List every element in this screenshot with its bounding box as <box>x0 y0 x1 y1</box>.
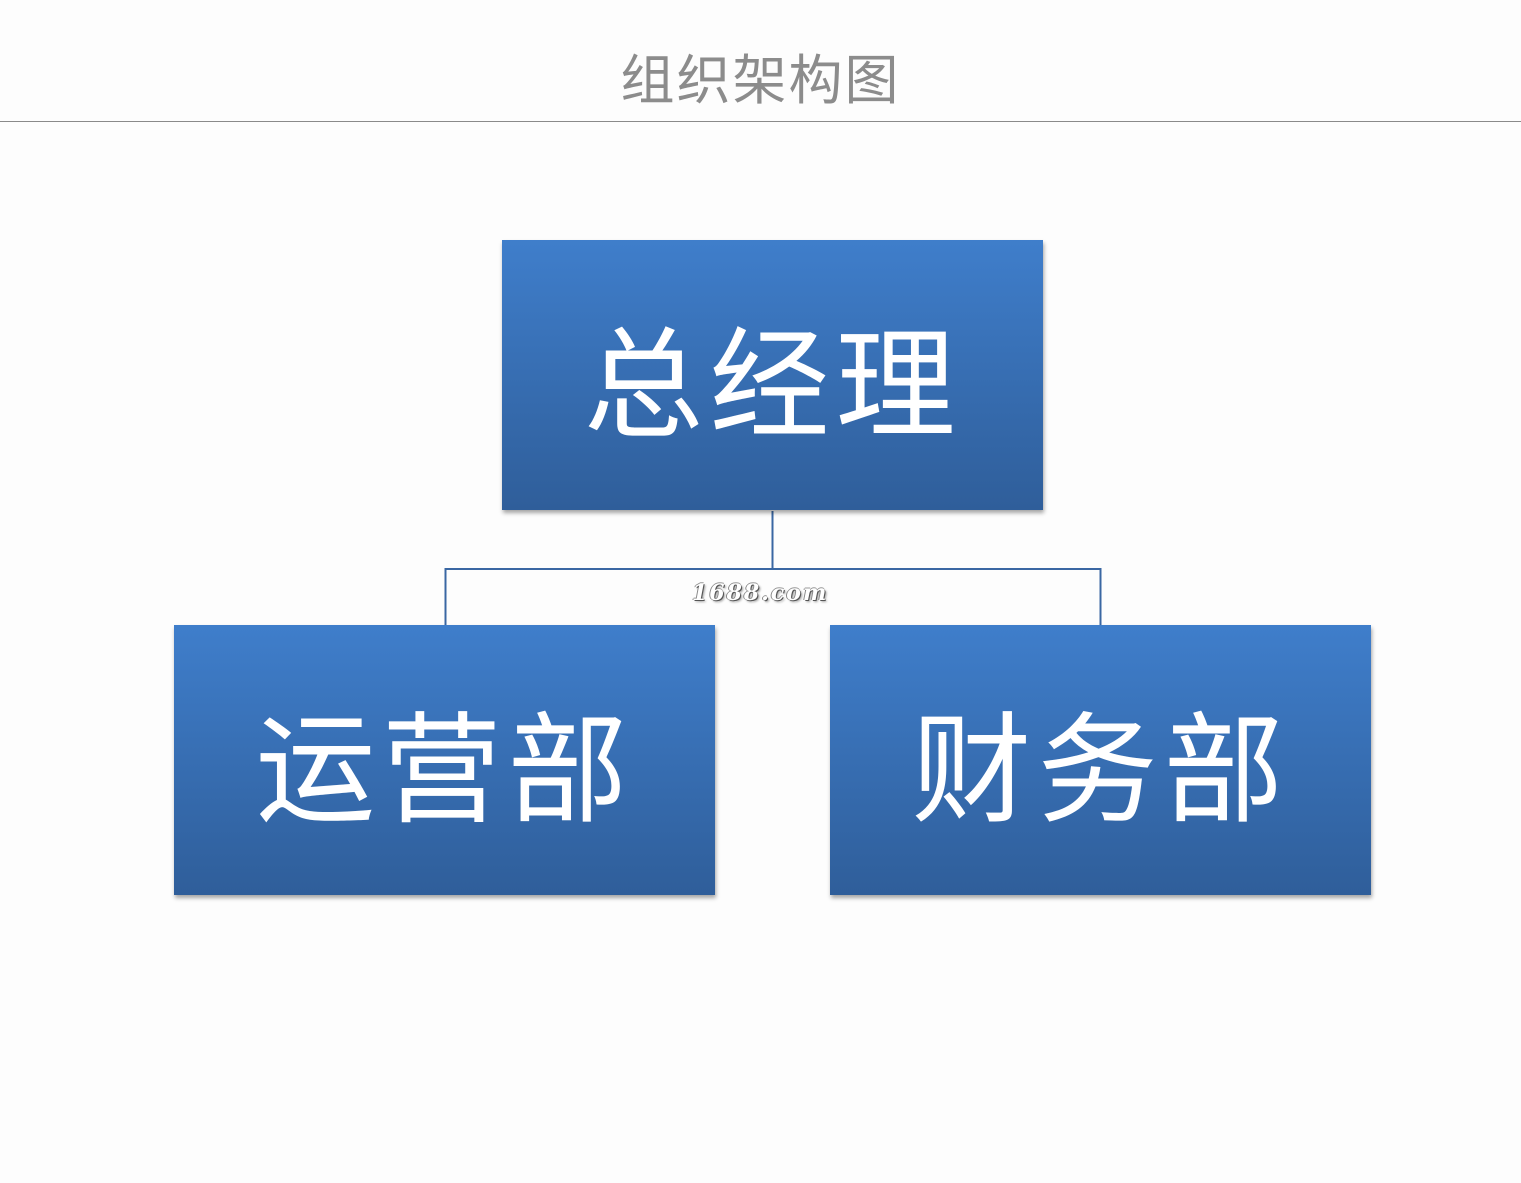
org-node-finance-dept: 财务部 <box>830 625 1371 895</box>
org-node-label: 总经理 <box>583 317 962 456</box>
org-node-operations-dept: 运营部 <box>174 625 715 895</box>
org-node-general-manager: 总经理 <box>502 240 1043 510</box>
watermark: 1688.com <box>692 580 829 606</box>
org-node-label: 运营部 <box>255 702 634 841</box>
org-node-label: 财务部 <box>911 702 1290 841</box>
page-title: 组织架构图 <box>620 49 901 112</box>
title-divider <box>0 121 1521 122</box>
